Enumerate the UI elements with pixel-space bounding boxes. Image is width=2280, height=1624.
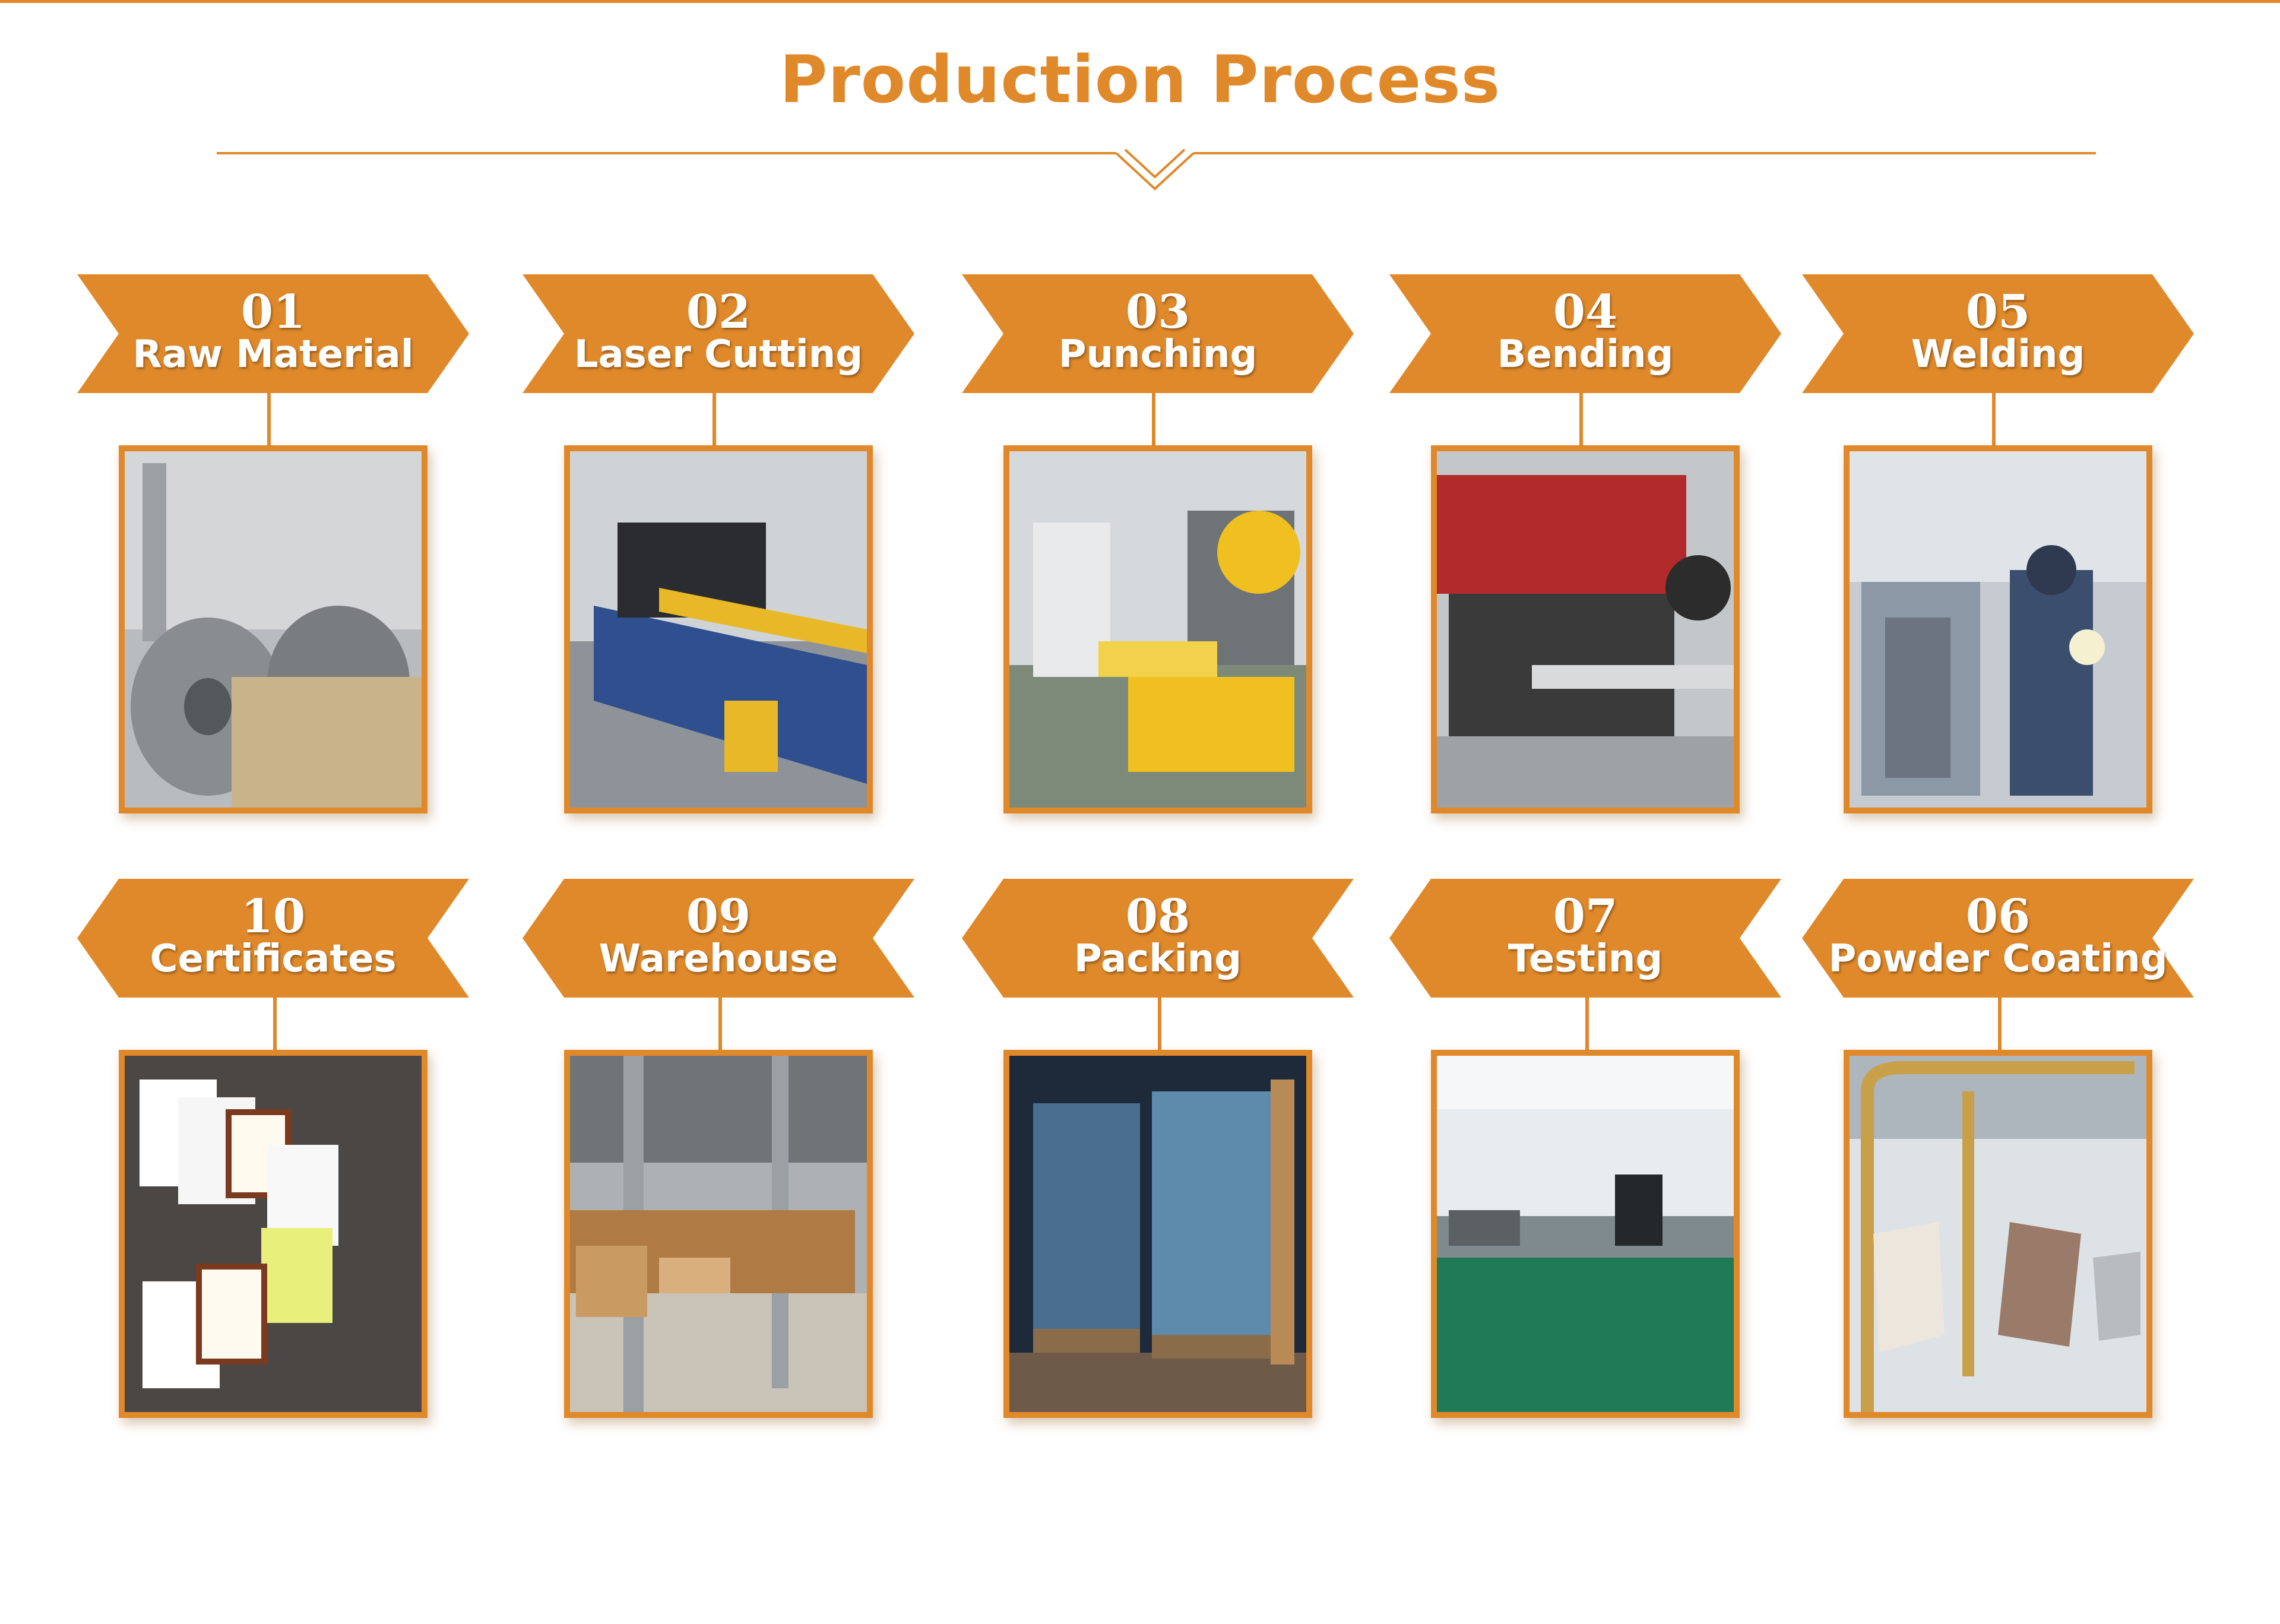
connector-line bbox=[273, 998, 277, 1050]
left-arrow-banner-icon bbox=[522, 879, 914, 998]
right-arrow-banner-icon bbox=[522, 274, 914, 393]
step-number: 10 bbox=[240, 889, 306, 944]
left-arrow-banner-icon bbox=[1802, 879, 2194, 998]
step-number: 05 bbox=[1965, 285, 2031, 339]
step-label: Warehouse bbox=[598, 937, 838, 981]
powder-coating-photo bbox=[1844, 1050, 2152, 1418]
page-title: Production Process bbox=[779, 42, 1501, 118]
top-rule bbox=[0, 0, 2280, 3]
step-label: Punching bbox=[1058, 333, 1258, 376]
step-label: Certificates bbox=[150, 937, 397, 981]
step-number: 02 bbox=[686, 285, 751, 339]
right-arrow-banner-icon bbox=[1802, 274, 2194, 393]
step-number: 08 bbox=[1125, 889, 1190, 944]
warehouse-photo bbox=[564, 1050, 873, 1418]
punch-press-photo bbox=[1003, 445, 1312, 813]
right-arrow-banner-icon bbox=[962, 274, 1354, 393]
packing-photo bbox=[1003, 1050, 1312, 1418]
right-arrow-banner-icon bbox=[77, 274, 469, 393]
press-brake-photo bbox=[1431, 445, 1740, 813]
step-number: 09 bbox=[686, 889, 751, 944]
step-number: 03 bbox=[1125, 285, 1190, 339]
step-label: Powder Coating bbox=[1828, 937, 2168, 981]
right-arrow-banner-icon bbox=[1389, 274, 1781, 393]
step-number: 01 bbox=[240, 285, 306, 339]
step-number: 06 bbox=[1965, 889, 2031, 944]
step-label: Welding bbox=[1911, 333, 2085, 376]
connector-line bbox=[267, 393, 271, 445]
connector-line bbox=[1998, 998, 2002, 1050]
laser-cutter-photo bbox=[564, 445, 873, 813]
step-label: Laser Cutting bbox=[574, 333, 863, 376]
testing-floor-photo bbox=[1431, 1050, 1740, 1418]
welding-photo bbox=[1844, 445, 2152, 813]
connector-line bbox=[718, 998, 722, 1050]
step-number: 07 bbox=[1553, 889, 1618, 944]
steel-coil-photo bbox=[119, 445, 428, 813]
connector-line bbox=[1158, 998, 1161, 1050]
connector-line bbox=[1992, 393, 1996, 445]
connector-line bbox=[1152, 393, 1155, 445]
connector-line bbox=[1585, 998, 1589, 1050]
left-arrow-banner-icon bbox=[77, 879, 469, 998]
connector-line bbox=[712, 393, 716, 445]
step-label: Packing bbox=[1074, 937, 1242, 981]
title-divider bbox=[217, 148, 2096, 191]
left-arrow-banner-icon bbox=[962, 879, 1354, 998]
connector-line bbox=[1579, 393, 1583, 445]
step-label: Testing bbox=[1508, 937, 1663, 981]
certificates-photo bbox=[119, 1050, 428, 1418]
left-arrow-banner-icon bbox=[1389, 879, 1781, 998]
step-label: Bending bbox=[1497, 333, 1674, 376]
step-number: 04 bbox=[1553, 285, 1618, 339]
step-label: Raw Material bbox=[132, 333, 414, 376]
